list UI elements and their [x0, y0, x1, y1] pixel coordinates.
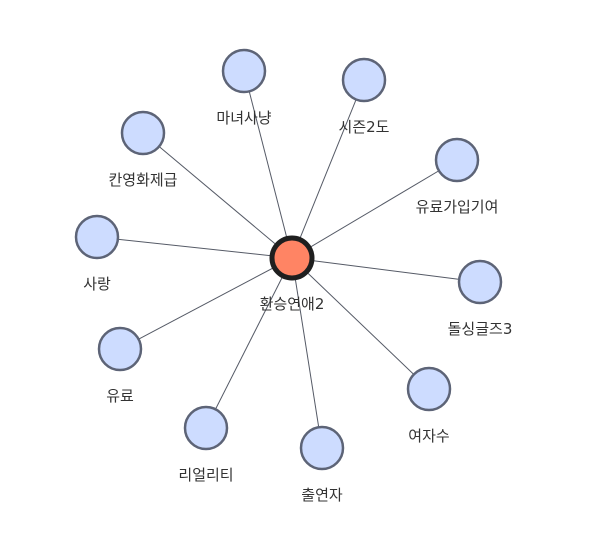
edge-cast: [291, 257, 323, 449]
node-label: 시즌2도: [339, 118, 390, 136]
node-single-inferno3[interactable]: 돌싱글즈3: [448, 259, 513, 338]
edge-maneosayang: [243, 70, 293, 259]
center-node-label: 환승연애2: [260, 295, 325, 313]
node-circle: [434, 137, 480, 183]
edge-layer: [96, 70, 481, 449]
center-node-circle: [269, 235, 315, 281]
edge-paid-subscription: [291, 159, 458, 259]
node-label: 출연자: [301, 486, 343, 504]
edge-paid: [119, 257, 293, 350]
node-cast[interactable]: 출연자: [299, 425, 345, 504]
node-paid-subscription[interactable]: 유료가입기여: [416, 137, 499, 216]
edge-single-inferno3: [291, 257, 481, 283]
edge-female-cast: [291, 257, 430, 390]
edge-love: [96, 236, 293, 259]
node-circle: [74, 214, 120, 260]
node-circle: [221, 48, 267, 94]
node-circle: [341, 57, 387, 103]
node-circle: [97, 326, 143, 372]
node-cancel-marriage[interactable]: 칸영화제급: [108, 110, 178, 189]
node-label: 사랑: [83, 275, 111, 293]
node-circle: [299, 425, 345, 471]
node-label: 유료가입기여: [416, 198, 499, 216]
node-paid[interactable]: 유료: [97, 326, 143, 405]
node-circle: [183, 405, 229, 451]
node-circle: [406, 366, 452, 412]
edge-reality: [205, 257, 293, 429]
center-node[interactable]: 환승연애2: [260, 235, 325, 313]
node-label: 칸영화제급: [108, 171, 177, 189]
node-circle: [120, 110, 166, 156]
node-circle: [457, 259, 503, 305]
edge-season2: [291, 79, 365, 259]
node-label: 유료: [106, 387, 134, 405]
node-female-cast[interactable]: 여자수: [406, 366, 452, 445]
node-maneosayang[interactable]: 마녀사냥: [216, 48, 272, 127]
node-label: 여자수: [408, 427, 449, 445]
node-label: 마녀사냥: [216, 109, 271, 127]
node-label: 돌싱글즈3: [448, 320, 513, 338]
edge-cancel-marriage: [142, 132, 293, 259]
node-label: 리얼리티: [178, 466, 233, 484]
node-layer: 마녀사냥 시즌2도 칸영화제급 유료가입기여 사랑 돌싱글즈3 유료 여자수: [74, 48, 513, 504]
node-season2[interactable]: 시즌2도: [339, 57, 390, 136]
node-reality[interactable]: 리얼리티: [178, 405, 234, 484]
node-love[interactable]: 사랑: [74, 214, 120, 293]
